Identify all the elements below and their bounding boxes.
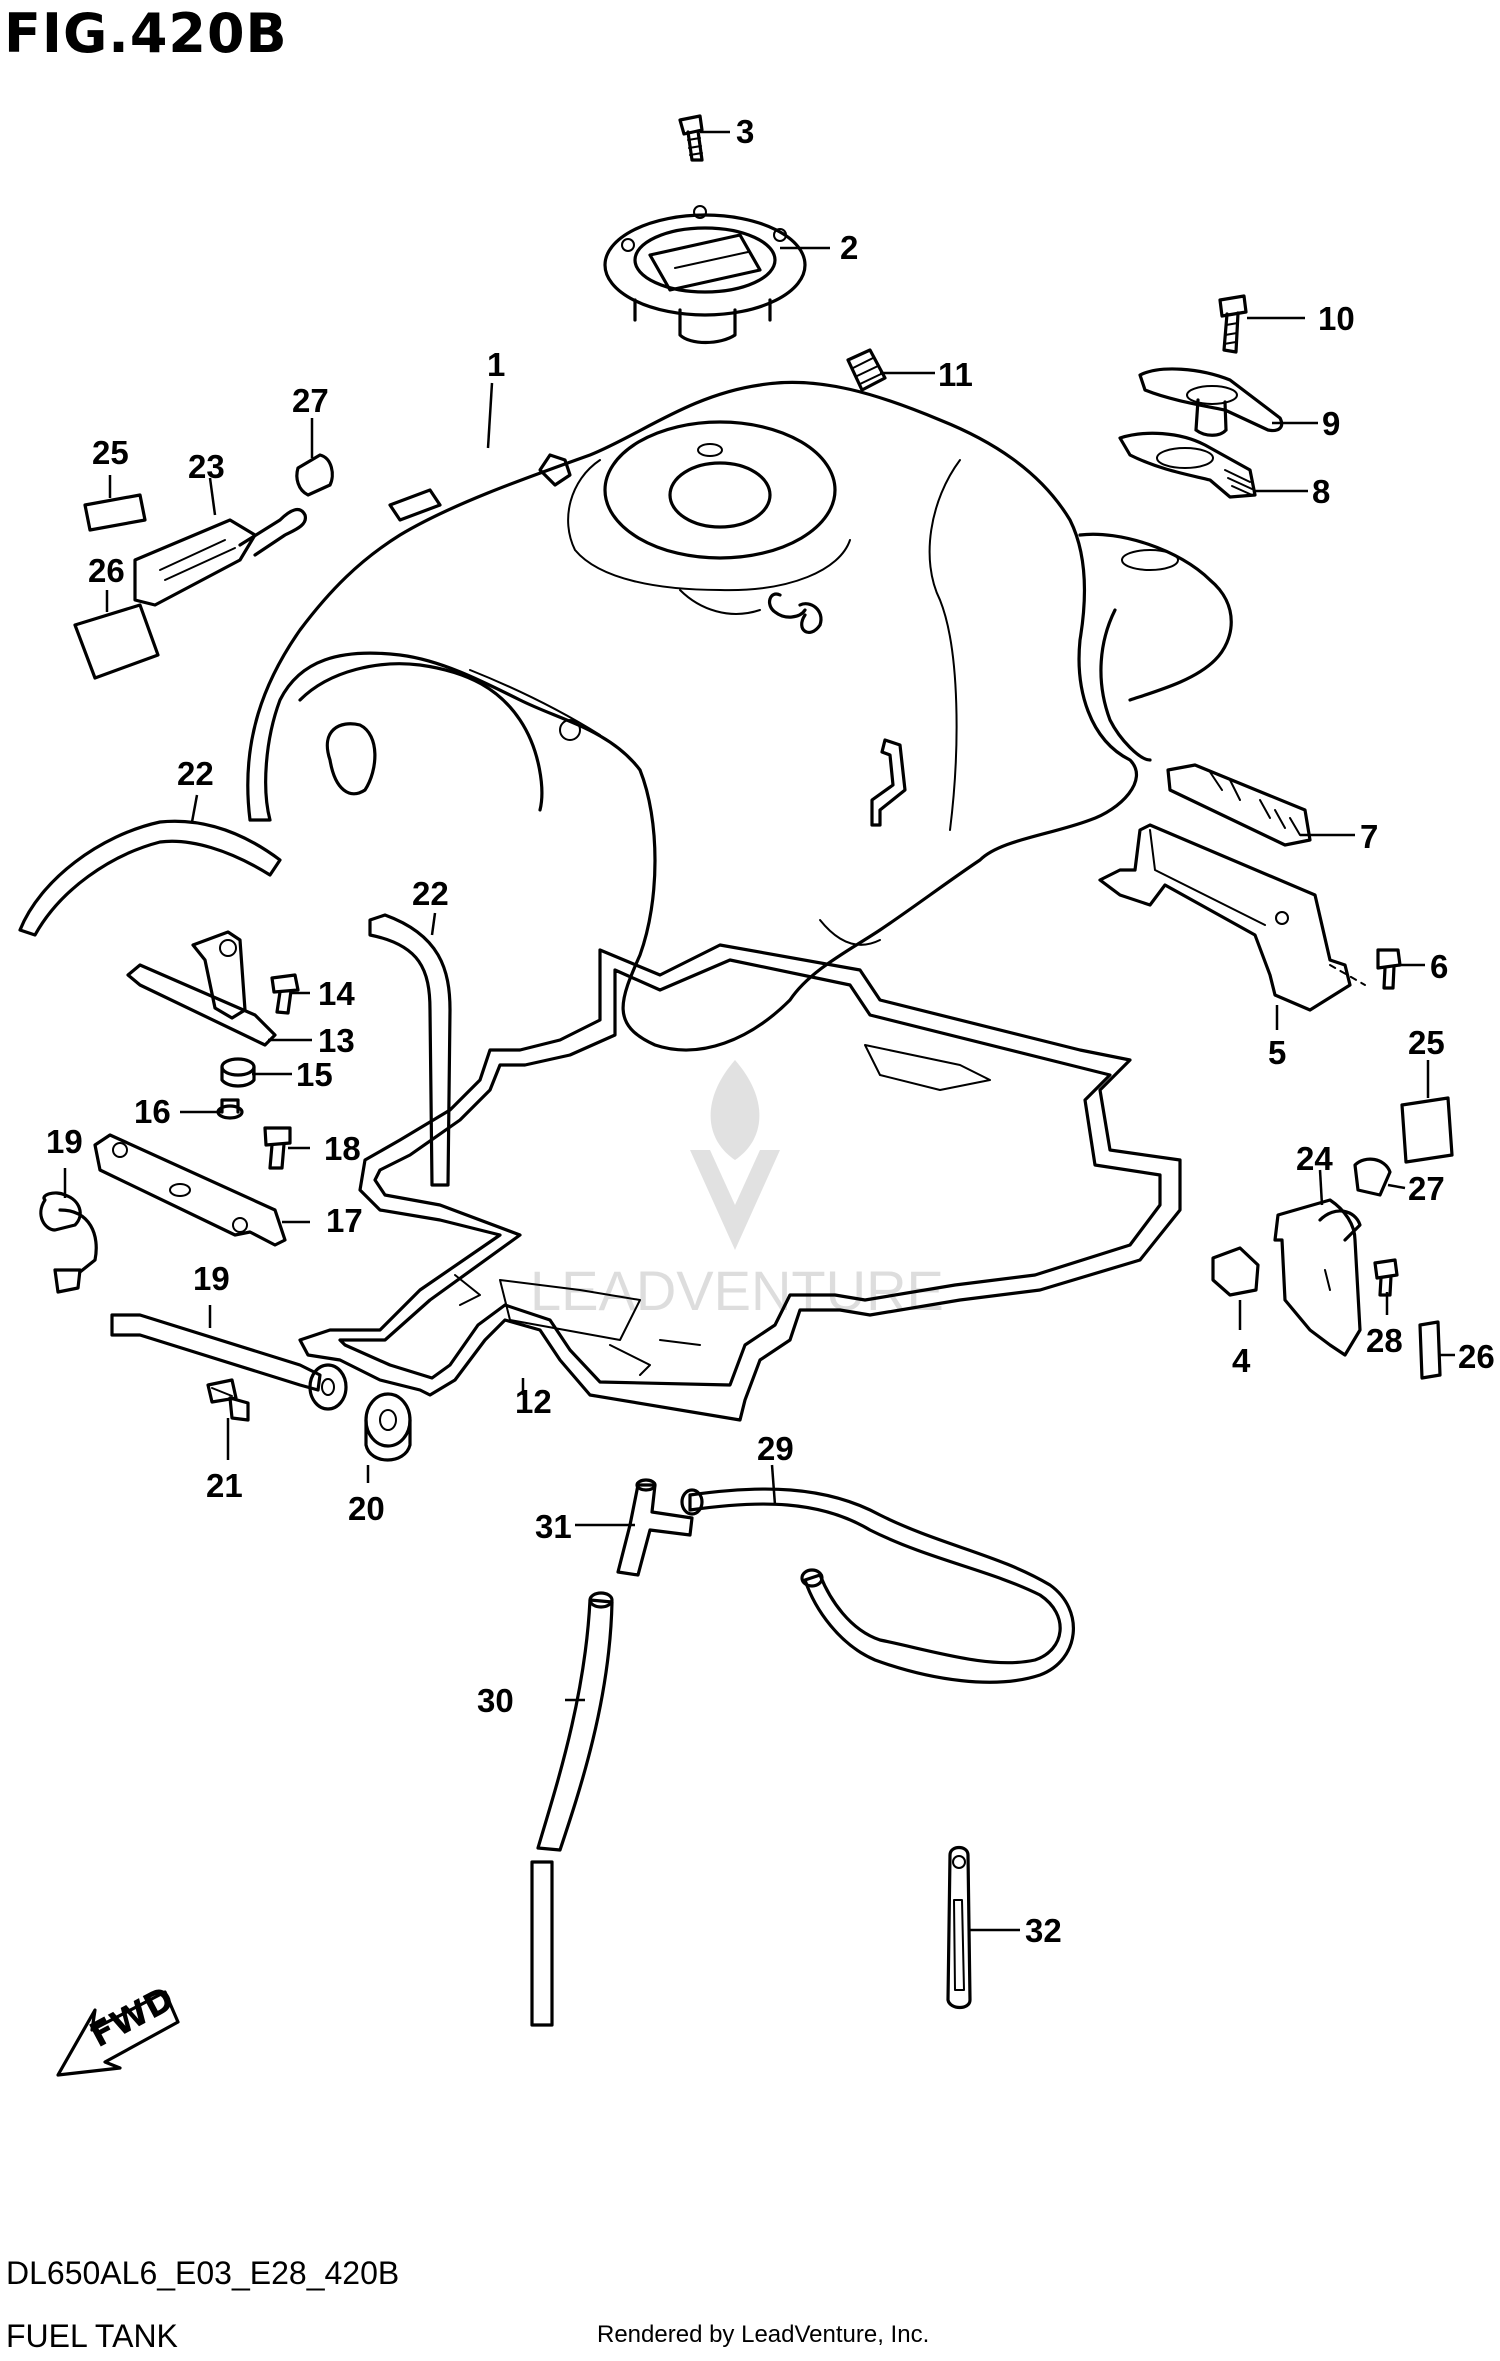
callout-11[interactable]: 11 xyxy=(938,356,973,393)
clip-4-part[interactable] xyxy=(1211,1246,1260,1297)
cap-27b-part[interactable] xyxy=(1353,1157,1392,1197)
callout-19-lower[interactable]: 19 xyxy=(193,1260,230,1297)
bracket-9-part[interactable] xyxy=(1138,367,1284,437)
leadventure-watermark: LEADVENTURE xyxy=(530,1060,944,1322)
joint-31-part[interactable] xyxy=(616,1478,694,1577)
callout-20[interactable]: 20 xyxy=(348,1490,385,1527)
band-32-part[interactable] xyxy=(946,1845,972,2010)
cover-24-part[interactable] xyxy=(1273,1198,1362,1357)
callout-24[interactable]: 24 xyxy=(1296,1140,1333,1177)
fuel-cap-part[interactable] xyxy=(603,205,807,345)
watermark-text: LEADVENTURE xyxy=(530,1259,944,1322)
callout-22-mid[interactable]: 22 xyxy=(412,875,449,912)
callout-26-left[interactable]: 26 xyxy=(88,552,125,589)
callout-14[interactable]: 14 xyxy=(318,975,355,1012)
callout-25-right[interactable]: 25 xyxy=(1408,1024,1445,1061)
bolt-6-part[interactable] xyxy=(1376,948,1402,990)
fwd-label: FWD xyxy=(83,1979,180,2056)
callout-labels: 1 2 3 4 5 6 7 8 9 10 11 12 13 14 15 16 1… xyxy=(46,113,1495,1949)
figure-title: FIG.420B xyxy=(4,2,288,65)
bracket-17-part[interactable] xyxy=(93,1133,287,1247)
callout-8[interactable]: 8 xyxy=(1312,473,1330,510)
pad-26a-part[interactable] xyxy=(73,603,160,680)
hose-22b-part[interactable] xyxy=(368,913,452,1187)
collar-16-part[interactable] xyxy=(216,1098,244,1120)
callout-23[interactable]: 23 xyxy=(188,448,225,485)
callout-1[interactable]: 1 xyxy=(487,346,505,383)
rendered-by-credit: Rendered by LeadVenture, Inc. xyxy=(597,2321,930,2348)
model-code: DL650AL6_E03_E28_420B xyxy=(6,2255,400,2291)
callout-2[interactable]: 2 xyxy=(840,229,858,266)
callout-10[interactable]: 10 xyxy=(1318,300,1355,337)
tape-25a-part[interactable] xyxy=(83,493,147,532)
hose-22a-part[interactable] xyxy=(18,819,282,937)
leader-lines xyxy=(63,130,1455,1932)
callout-16[interactable]: 16 xyxy=(134,1093,171,1130)
bolt-21-part[interactable] xyxy=(206,1378,250,1422)
callout-15[interactable]: 15 xyxy=(296,1056,333,1093)
callout-21[interactable]: 21 xyxy=(206,1467,243,1504)
cushion-20-part[interactable] xyxy=(364,1392,412,1462)
bolt-18-part[interactable] xyxy=(263,1126,292,1170)
gasket-8-part[interactable] xyxy=(1118,431,1257,499)
callout-4[interactable]: 4 xyxy=(1232,1342,1251,1379)
spring-19-part[interactable] xyxy=(39,1191,98,1294)
callout-17[interactable]: 17 xyxy=(326,1202,363,1239)
cushion-11-part[interactable] xyxy=(846,348,887,392)
bracket-5-part[interactable] xyxy=(1098,823,1366,1012)
callout-26-right[interactable]: 26 xyxy=(1458,1338,1495,1375)
hose-29-part[interactable] xyxy=(680,1487,1075,1684)
callout-27-right[interactable]: 27 xyxy=(1408,1170,1445,1207)
callout-25-left[interactable]: 25 xyxy=(92,434,129,471)
stay-13-part[interactable] xyxy=(126,930,277,1047)
cap-screw-part[interactable] xyxy=(678,114,704,162)
rubber-7-part[interactable] xyxy=(1166,763,1312,847)
callout-19-upper[interactable]: 19 xyxy=(46,1123,83,1160)
callout-18[interactable]: 18 xyxy=(324,1130,361,1167)
bracket-23-part[interactable] xyxy=(133,507,308,607)
bolt-10-part[interactable] xyxy=(1218,294,1248,354)
callout-9[interactable]: 9 xyxy=(1322,405,1340,442)
hose-30-part[interactable] xyxy=(530,1591,614,2027)
bolt-28-part[interactable] xyxy=(1373,1258,1399,1297)
figure-caption: FUEL TANK xyxy=(6,2318,178,2354)
rod-19-part[interactable] xyxy=(110,1313,348,1411)
callout-29[interactable]: 29 xyxy=(757,1430,794,1467)
callout-22-left[interactable]: 22 xyxy=(177,755,214,792)
callout-13[interactable]: 13 xyxy=(318,1022,355,1059)
callout-28[interactable]: 28 xyxy=(1366,1322,1403,1359)
callout-5[interactable]: 5 xyxy=(1268,1034,1286,1071)
callout-27-left[interactable]: 27 xyxy=(292,382,329,419)
pad-26b-part[interactable] xyxy=(1418,1320,1442,1380)
callout-31[interactable]: 31 xyxy=(535,1508,572,1545)
callout-7[interactable]: 7 xyxy=(1360,818,1378,855)
callout-30[interactable]: 30 xyxy=(477,1682,514,1719)
callout-12[interactable]: 12 xyxy=(515,1383,552,1420)
forward-direction-arrow: FWD xyxy=(56,1979,181,2077)
fuel-tank-part[interactable] xyxy=(246,380,1233,1052)
callout-6[interactable]: 6 xyxy=(1430,948,1448,985)
bolt-14-part[interactable] xyxy=(270,973,300,1015)
callout-32[interactable]: 32 xyxy=(1025,1912,1062,1949)
tape-25b-part[interactable] xyxy=(1400,1096,1454,1164)
cap-27a-part[interactable] xyxy=(295,453,334,497)
pad-12-part[interactable] xyxy=(298,943,1182,1422)
callout-3[interactable]: 3 xyxy=(736,113,754,150)
grommet-15-part[interactable] xyxy=(220,1057,256,1088)
